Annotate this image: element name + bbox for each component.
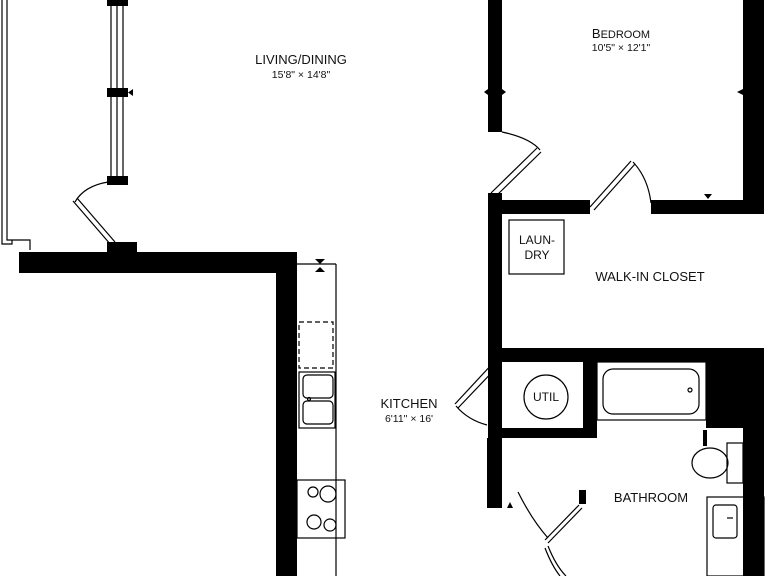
walls xyxy=(19,0,764,576)
bedroom-label: BEDROOM xyxy=(592,26,650,41)
balcony-door xyxy=(72,181,116,246)
window-marker-icon xyxy=(128,89,133,96)
wall-markers xyxy=(315,89,743,508)
bedroom-door xyxy=(490,131,542,198)
closet-door xyxy=(589,160,652,211)
kitchen-dims: 6'11" × 16' xyxy=(385,413,433,425)
utility-door xyxy=(454,361,499,426)
bathroom-wall-right xyxy=(743,428,764,576)
living-dining-dims: 15'8" × 14'8" xyxy=(272,69,331,81)
laundry-label-line2: DRY xyxy=(524,248,549,262)
bedroom-label-initial: B xyxy=(592,26,601,41)
toilet xyxy=(691,442,744,484)
dishwasher xyxy=(298,321,334,369)
stove xyxy=(296,479,346,539)
bathtub xyxy=(596,361,707,421)
kitchen-sink xyxy=(298,371,336,429)
laundry-label-line1: LAUN- xyxy=(519,233,555,247)
kitchen-label: KITCHEN xyxy=(380,396,437,411)
living-dining-label: LIVING/DINING xyxy=(255,52,347,67)
bathroom-lower-door xyxy=(544,545,567,576)
window-posts xyxy=(107,0,128,185)
bathroom-label: BATHROOM xyxy=(614,490,688,505)
bedroom-label-rest: EDROOM xyxy=(601,29,651,41)
utility-label: UTIL xyxy=(533,390,559,404)
balcony-outline xyxy=(1,0,31,250)
bedroom-dims: 10'5" × 12'1" xyxy=(592,42,651,54)
bathroom-door xyxy=(517,491,583,544)
walk-in-closet-label: WALK-IN CLOSET xyxy=(595,269,704,284)
laundry-box xyxy=(508,219,565,275)
utility-circle xyxy=(523,374,569,420)
